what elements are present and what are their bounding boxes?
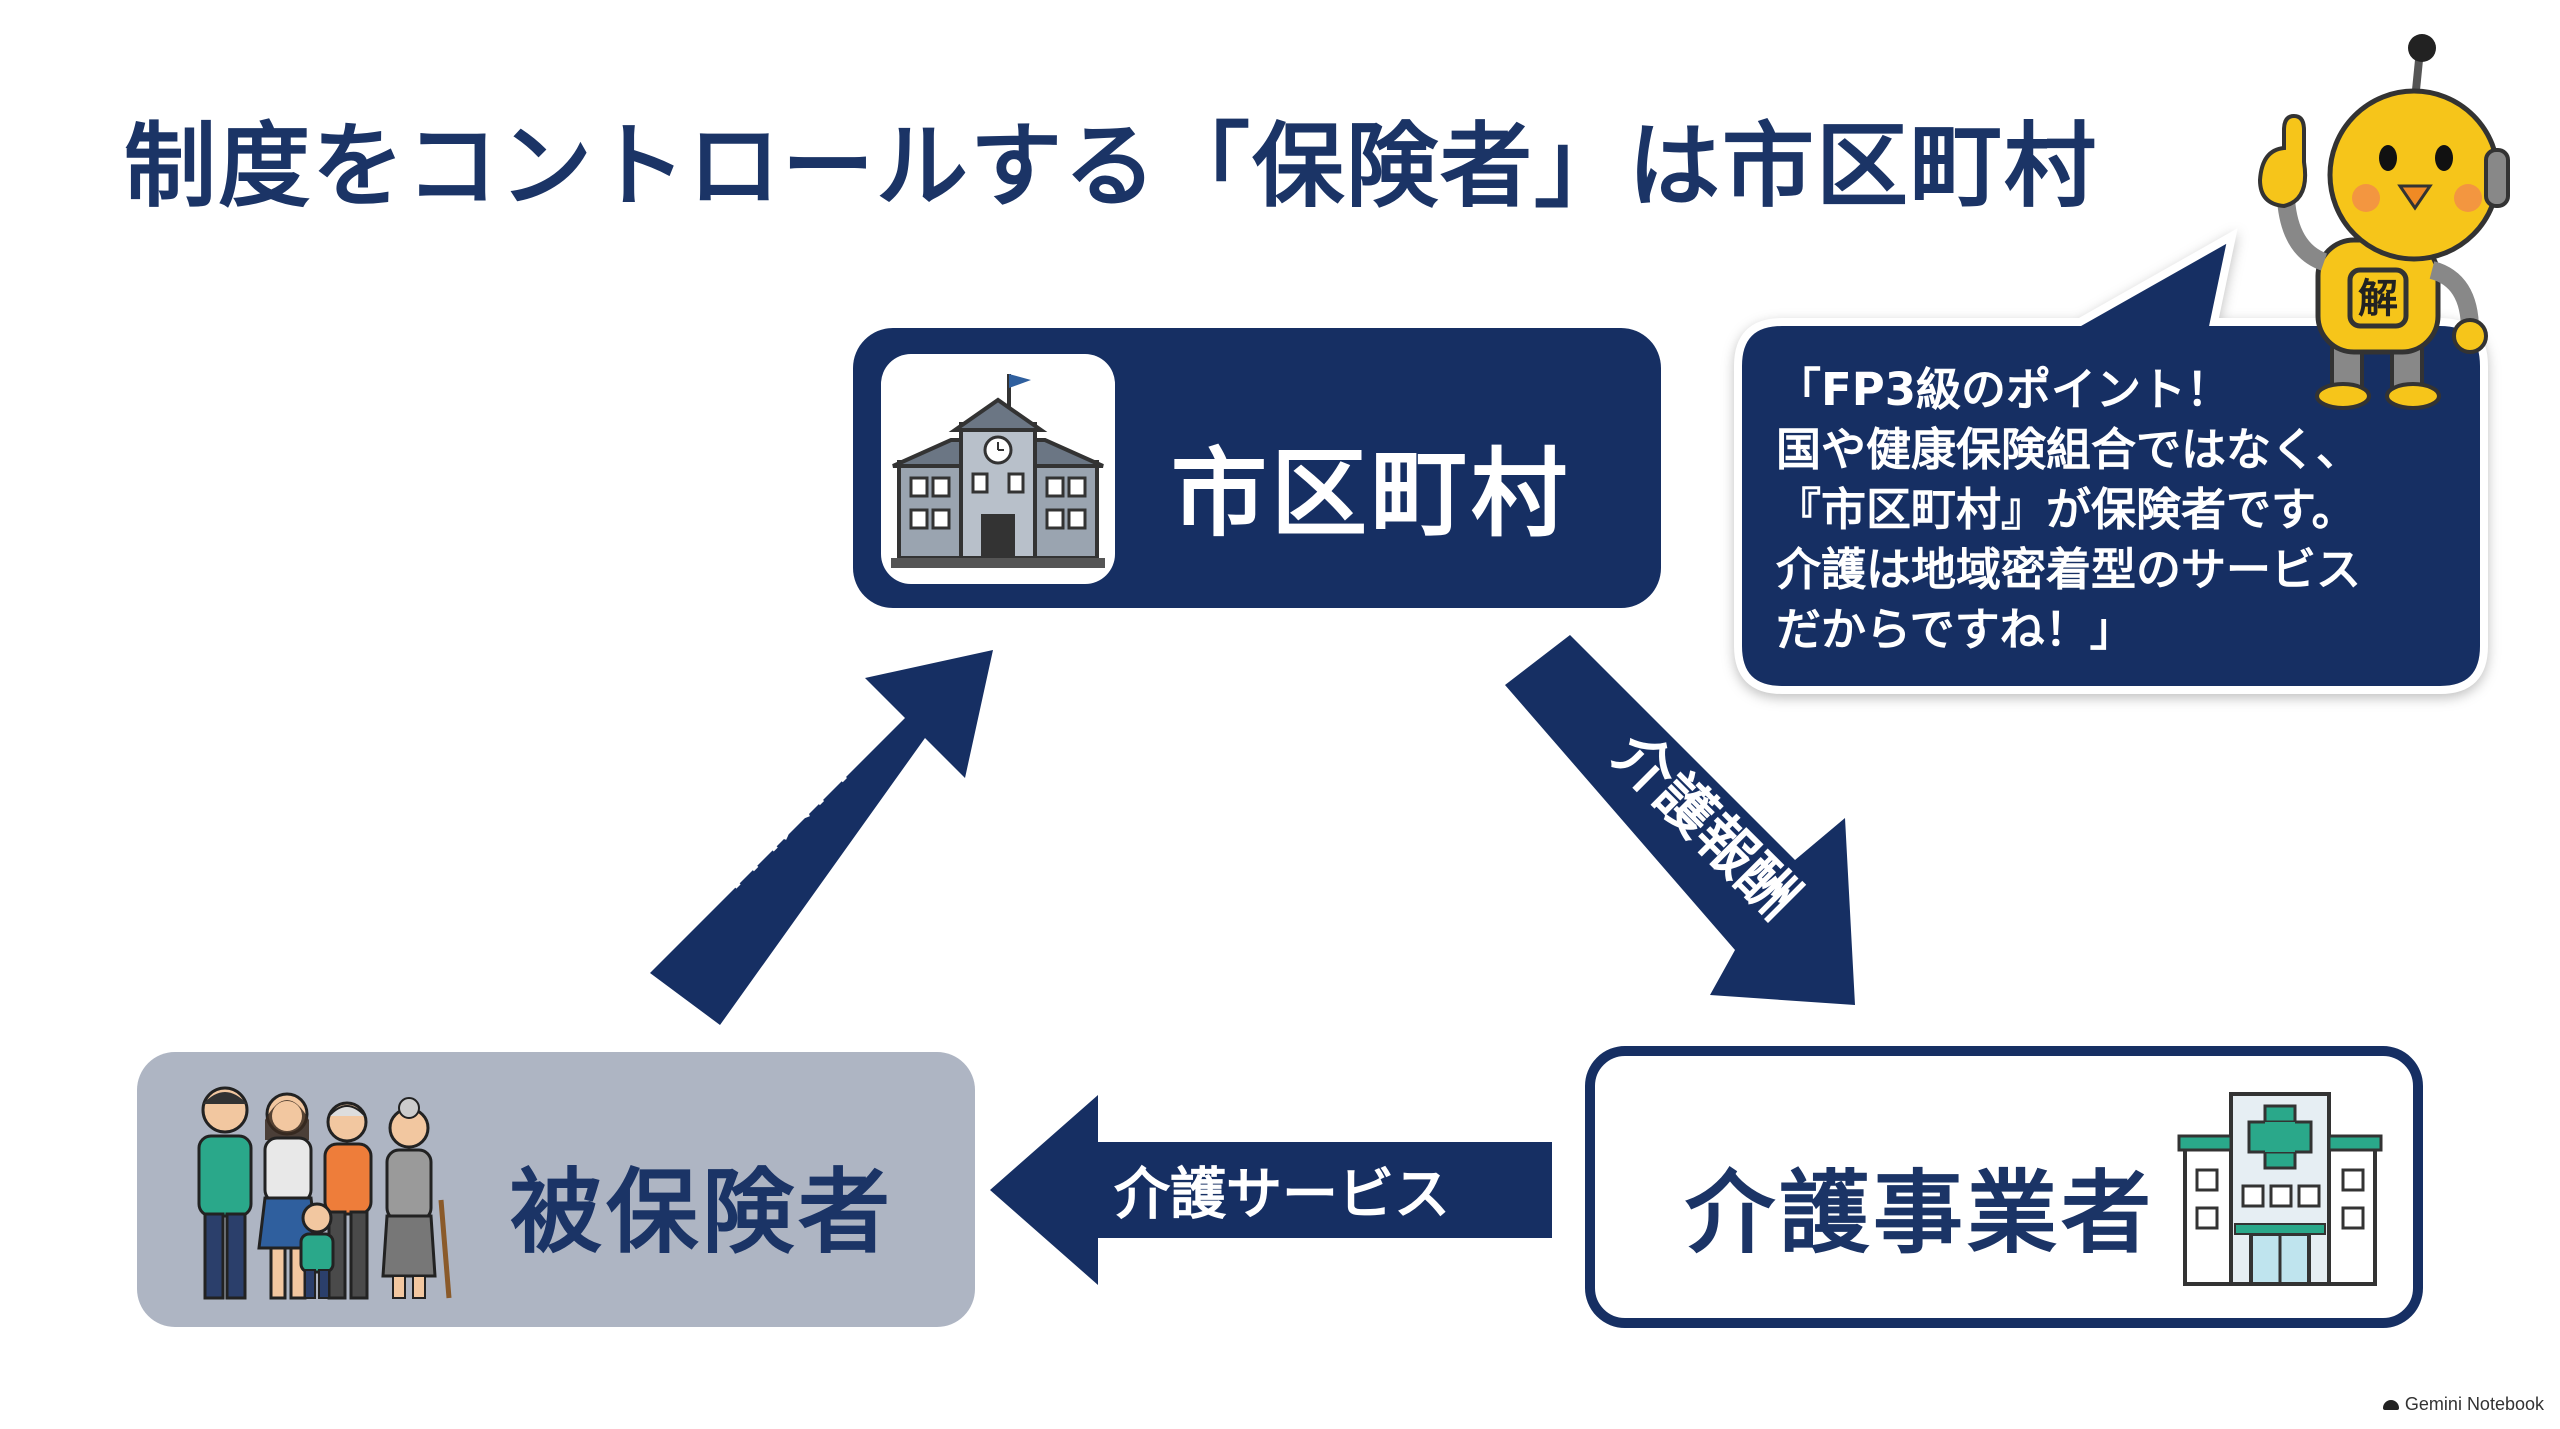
robot-badge-text: 解 (2358, 276, 2398, 322)
bubble-line: 介護は地域密着型のサービス (1776, 543, 2362, 596)
bubble-line: 『市区町村』が保険者です。 (1776, 483, 2357, 536)
care-fee-arrow (1505, 635, 1855, 1005)
municipality-label: 市区町村 (1171, 438, 1571, 550)
municipal-office-tile (881, 354, 1115, 584)
family-icon (197, 1086, 452, 1300)
care-service-arrow-label: 介護サービス (1114, 1162, 1450, 1228)
insured-label: 被保険者 (510, 1159, 895, 1266)
care-provider-node: 介護事業者 (1585, 1046, 2423, 1328)
notebook-logo-icon (2382, 1399, 2399, 1410)
bubble-line: 「FP3級のポイント！ (1776, 363, 2232, 416)
premium-arrow (650, 650, 993, 1025)
care-service-arrow (990, 1095, 1552, 1285)
page-title: 制度をコントロールする「保険者」は市区町村 (124, 113, 2099, 220)
robot-mascot-icon: 解 (2257, 34, 2510, 410)
insured-node: 被保険者 (137, 1052, 975, 1327)
watermark-text: Gemini Notebook (2404, 1394, 2544, 1414)
city-hall-icon (891, 374, 1105, 568)
hospital-icon (2177, 1092, 2383, 1286)
speech-bubble-text: 「FP3級のポイント！ 国や健康保険組合ではなく、 『市区町村』が保険者です。 … (1776, 360, 2436, 660)
municipality-node: 市区町村 (853, 328, 1661, 608)
bubble-line: だからですね！」 (1776, 603, 2135, 656)
bubble-line: 国や健康保険組合ではなく、 (1776, 423, 2362, 476)
watermark: Gemini Notebook (2382, 1394, 2544, 1415)
care-provider-label: 介護事業者 (1685, 1161, 2155, 1266)
